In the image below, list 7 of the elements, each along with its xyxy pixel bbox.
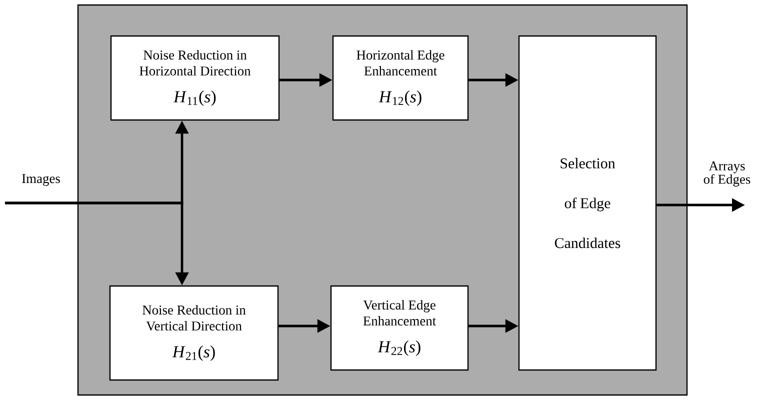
signal-label: Images [22, 174, 60, 186]
process-box: Vertical Edge Enhancement H$_{22}$(s) [330, 285, 469, 371]
process-box: Horizontal Edge Enhancement H$_{12}$(s) [332, 35, 469, 121]
process-box: Noise Reduction in Horizontal Direction H$_{11}$(s) [110, 35, 280, 121]
signal-label: Arrays of Edges [704, 161, 750, 187]
process-box: Noise Reduction in Vertical Direction H$_{21}$(s) [109, 285, 279, 381]
selection-box: Selection of Edge Candidates [518, 35, 657, 371]
